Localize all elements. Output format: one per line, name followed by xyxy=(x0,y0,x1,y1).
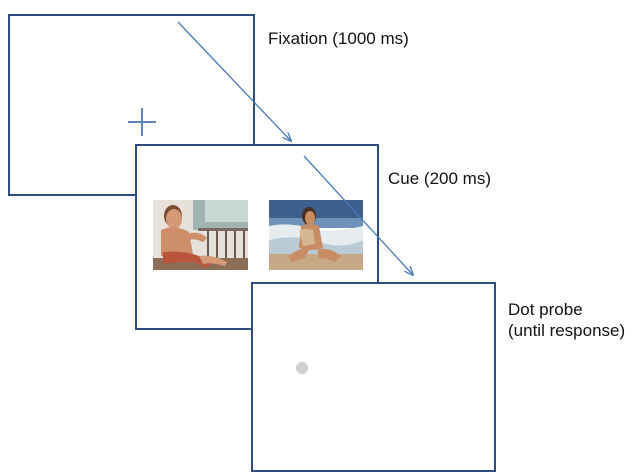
fixation-label: Fixation (1000 ms) xyxy=(268,29,409,48)
probe-label: Dot probe (until response) xyxy=(508,299,625,341)
cue-photo-female xyxy=(269,200,363,270)
probe-dot-icon xyxy=(296,362,308,374)
probe-label-line1: Dot probe xyxy=(508,300,583,319)
probe-label-line2: (until response) xyxy=(508,321,626,340)
cue-label: Cue (200 ms) xyxy=(388,169,491,188)
fixation-cross-icon xyxy=(128,108,156,136)
cue-photo-male xyxy=(153,200,248,270)
probe-screen xyxy=(251,282,496,472)
